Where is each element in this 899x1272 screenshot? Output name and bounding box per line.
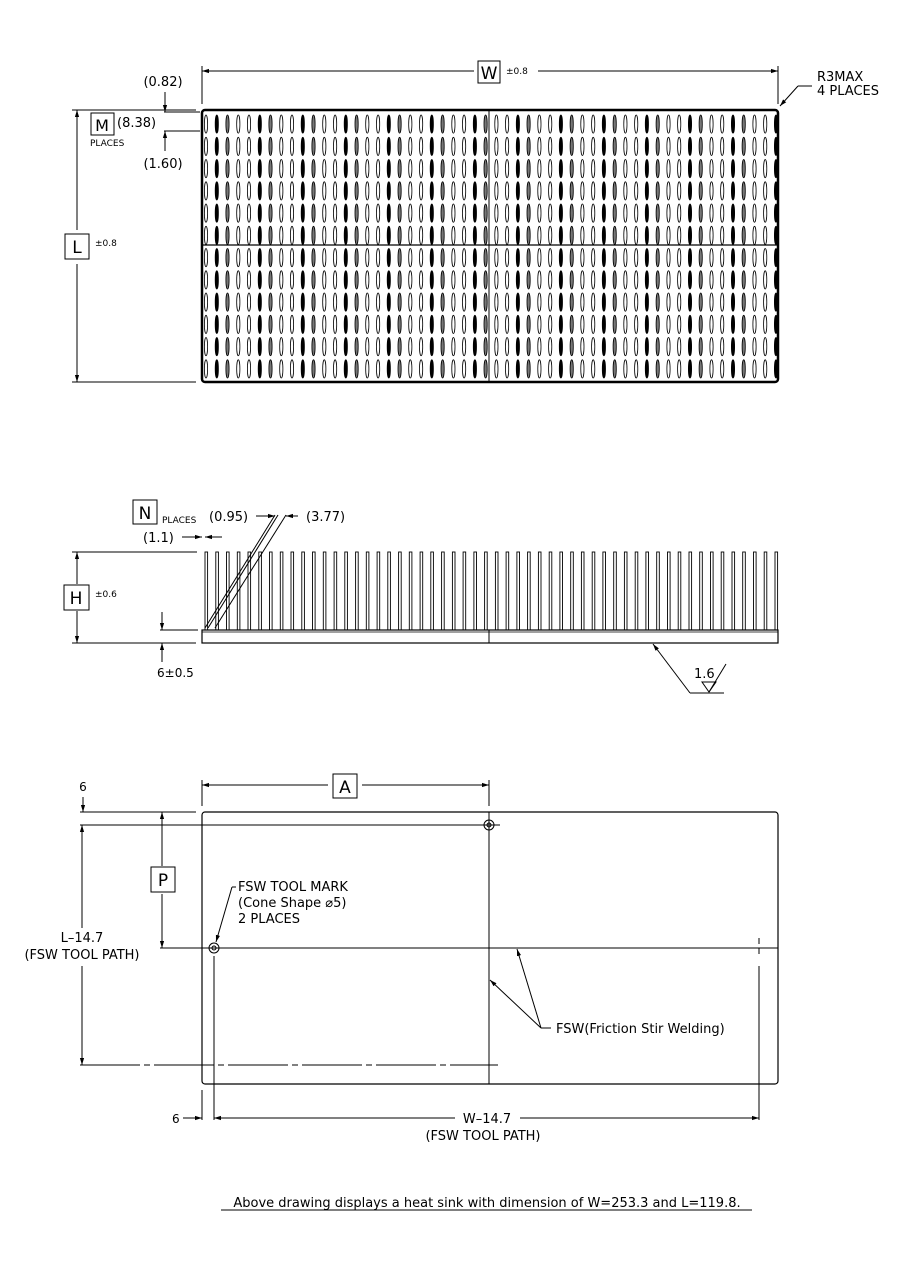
l-tool-path-note: (FSW TOOL PATH) bbox=[24, 948, 139, 963]
bottom-view: A 6 P FSW TOOL MARK (Cone Shape ⌀5) 2 PL… bbox=[24, 773, 779, 1144]
pin-places: PLACES bbox=[90, 139, 125, 149]
tool-mark-note: FSW TOOL MARK bbox=[238, 880, 348, 895]
a-label: A bbox=[339, 778, 351, 798]
top-view: W ±0.8 R3MAX 4 PLACES L ±0.8 (0.82) (1.6… bbox=[64, 60, 879, 384]
height-label: H bbox=[70, 589, 83, 609]
width-label: W bbox=[481, 64, 498, 84]
surface-finish: 1.6 bbox=[694, 667, 715, 682]
fsw-note: FSW(Friction Stir Welding) bbox=[556, 1022, 725, 1037]
fin-places: PLACES bbox=[162, 516, 197, 526]
height-label-box bbox=[63, 584, 90, 611]
dim-pin-length: (8.38) bbox=[117, 116, 156, 131]
pin-label: M bbox=[95, 116, 109, 135]
offset-top: 6 bbox=[79, 780, 87, 794]
dim-fin-pitch: (3.77) bbox=[306, 510, 345, 525]
dim-top-gap: (0.82) bbox=[143, 75, 182, 90]
fin-count-box bbox=[132, 499, 158, 525]
fin-count-label: N bbox=[139, 504, 152, 524]
pin-label-box bbox=[90, 112, 115, 136]
l-tool-path-dim: L–14.7 bbox=[61, 931, 104, 946]
length-label-box bbox=[64, 233, 90, 260]
tool-mark-icon bbox=[208, 942, 220, 954]
pin-fin-grid bbox=[203, 114, 779, 379]
dim-fin-thickness: (0.95) bbox=[209, 510, 248, 525]
w-tool-path-note: (FSW TOOL PATH) bbox=[425, 1129, 540, 1144]
fin-row bbox=[204, 551, 779, 631]
base-thickness: 6±0.5 bbox=[157, 666, 194, 680]
length-label: L bbox=[72, 238, 82, 258]
p-label: P bbox=[158, 871, 168, 891]
side-view: N PLACES (0.95) (3.77) (1.1) H ±0.6 6±0.… bbox=[63, 499, 779, 694]
offset-left: 6 bbox=[172, 1112, 180, 1126]
length-tolerance: ±0.8 bbox=[95, 239, 117, 249]
w-tool-path-dim: W–14.7 bbox=[463, 1112, 511, 1127]
a-label-box bbox=[332, 773, 358, 799]
caption: Above drawing displays a heat sink with … bbox=[233, 1196, 740, 1211]
tool-mark-icon bbox=[483, 819, 495, 831]
tool-mark-places: 2 PLACES bbox=[238, 912, 300, 927]
tool-mark-shape: (Cone Shape ⌀5) bbox=[238, 896, 346, 911]
top-view-outline bbox=[200, 108, 780, 384]
corner-radius-note: R3MAX bbox=[817, 70, 863, 85]
dim-pin-gap: (1.60) bbox=[143, 157, 182, 172]
width-tolerance: ±0.8 bbox=[506, 67, 528, 77]
height-tolerance: ±0.6 bbox=[95, 590, 117, 600]
corner-radius-places: 4 PLACES bbox=[817, 84, 879, 99]
width-label-box bbox=[477, 60, 501, 84]
p-label-box bbox=[150, 866, 176, 893]
dim-edge: (1.1) bbox=[143, 531, 174, 546]
